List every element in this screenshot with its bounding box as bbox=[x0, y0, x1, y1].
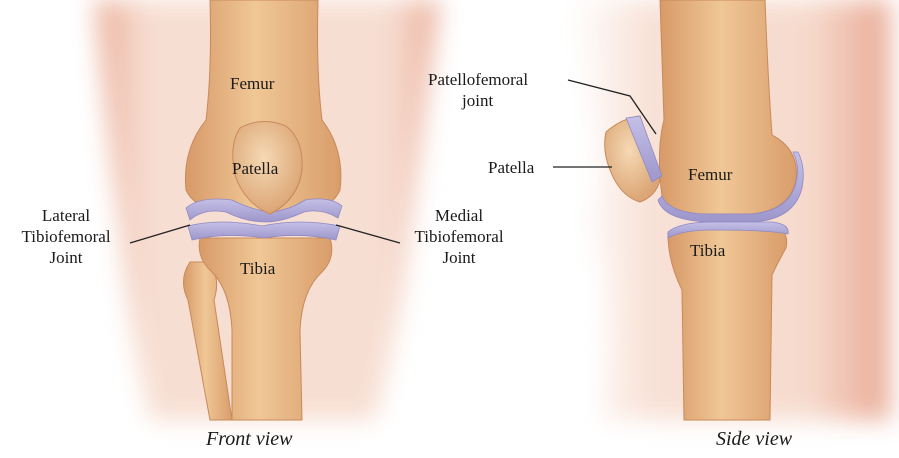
lateral-joint-label-line-3: Joint bbox=[4, 247, 128, 268]
front-tibia-label: Tibia bbox=[240, 258, 275, 279]
lateral-joint-label-line-1: Lateral bbox=[4, 205, 128, 226]
side-view-caption: Side view bbox=[716, 428, 792, 451]
side-patella-label: Patella bbox=[488, 157, 534, 178]
patellofemoral-joint-label: Patellofemoral joint bbox=[428, 69, 528, 111]
front-patella-label: Patella bbox=[232, 158, 278, 179]
front-view-leg bbox=[95, 0, 440, 420]
patellofemoral-joint-label-line-2: joint bbox=[428, 90, 528, 111]
patellofemoral-joint-label-line-1: Patellofemoral bbox=[428, 69, 528, 90]
lateral-tibiofemoral-joint-label: Lateral Tibiofemoral Joint bbox=[4, 205, 128, 268]
side-femur-label: Femur bbox=[688, 164, 732, 185]
medial-joint-label-line-1: Medial bbox=[397, 205, 521, 226]
front-view-caption: Front view bbox=[206, 428, 292, 451]
side-tibia-label: Tibia bbox=[690, 240, 725, 261]
medial-tibiofemoral-joint-label: Medial Tibiofemoral Joint bbox=[397, 205, 521, 268]
medial-joint-label-line-2: Tibiofemoral bbox=[397, 226, 521, 247]
medial-joint-label-line-3: Joint bbox=[397, 247, 521, 268]
front-femur-label: Femur bbox=[230, 73, 274, 94]
lateral-joint-label-line-2: Tibiofemoral bbox=[4, 226, 128, 247]
side-view-leg bbox=[570, 0, 890, 420]
